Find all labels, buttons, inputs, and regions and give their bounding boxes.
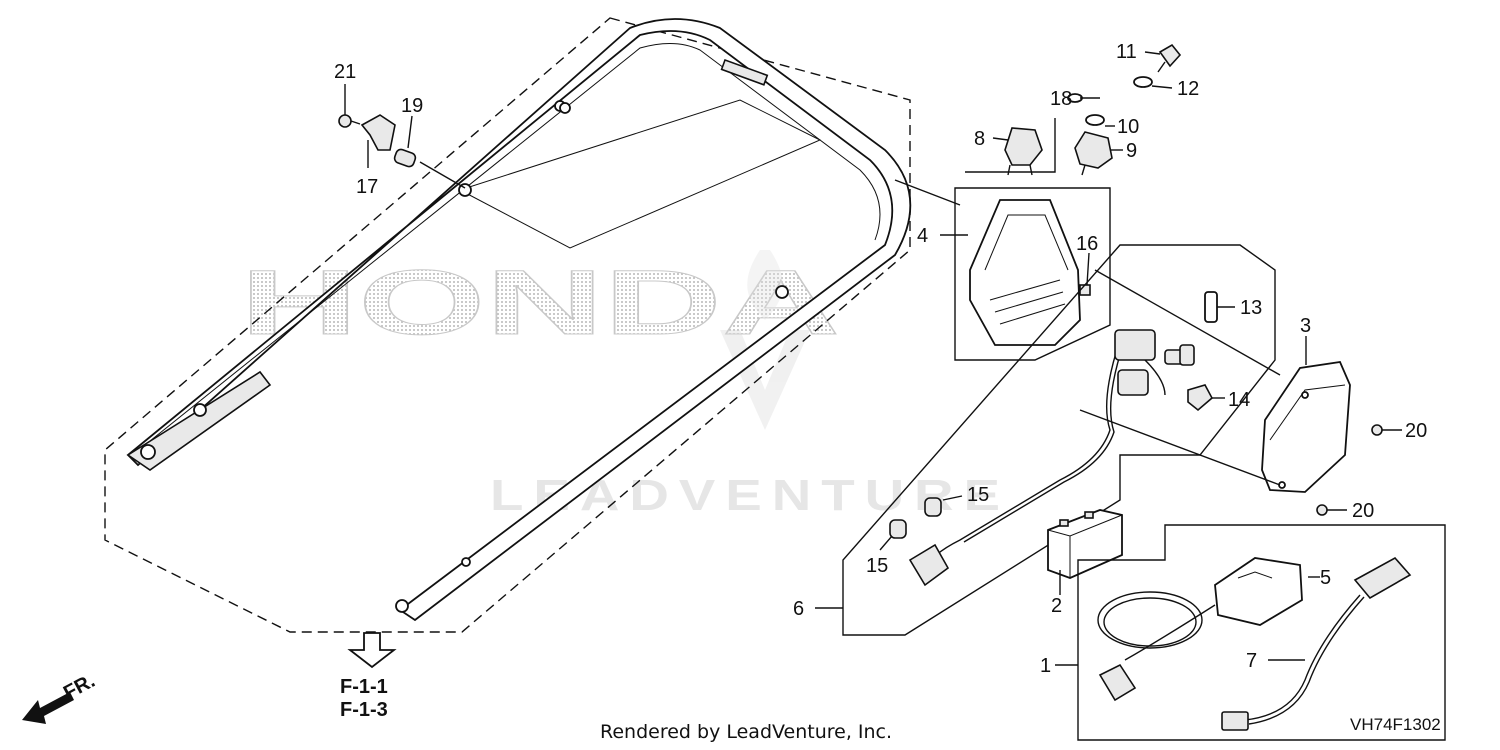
callout-16: 16 (1076, 233, 1098, 255)
switch-9 (1074, 131, 1113, 176)
leader-4-frame (894, 179, 961, 206)
switch-8-frame (965, 118, 1056, 173)
reference-f-1-1: F-1-1 (340, 676, 388, 698)
front-arrow-icon (22, 692, 74, 724)
callout-8: 8 (974, 128, 985, 150)
callout-12: 12 (1177, 78, 1199, 100)
bolt-21 (338, 114, 361, 128)
battery-2 (1047, 509, 1123, 579)
diagram-code: VH74F1302 (1350, 715, 1441, 734)
callout-2: 2 (1051, 595, 1062, 617)
callout-15-upper: 15 (967, 484, 989, 506)
callout-4: 4 (917, 225, 928, 247)
ignition-switch-8 (1004, 127, 1043, 176)
reference-f-1-3: F-1-3 (340, 699, 388, 721)
panel-4-frame (954, 187, 1111, 361)
callout-17: 17 (356, 176, 378, 198)
control-panel-4 (969, 199, 1091, 346)
leader-lines (344, 51, 1402, 666)
bracket-17 (360, 114, 396, 151)
callout-3: 3 (1300, 315, 1311, 337)
charger-1-frame (1077, 524, 1446, 741)
callout-9: 9 (1126, 140, 1137, 162)
cable-7 (1221, 556, 1412, 731)
callout-15-lower: 15 (866, 555, 888, 577)
callout-1: 1 (1040, 655, 1051, 677)
cap-15 (889, 497, 942, 539)
knob-11 (1157, 43, 1182, 73)
callout-20-lower: 20 (1352, 500, 1374, 522)
callout-10: 10 (1117, 116, 1139, 138)
callout-13: 13 (1240, 297, 1262, 319)
callout-18: 18 (1050, 88, 1072, 110)
ring-10 (1085, 114, 1105, 126)
fuse-13 (1204, 291, 1218, 323)
wire-harness-6 (908, 329, 1195, 587)
callout-7: 7 (1246, 650, 1257, 672)
callout-20-upper: 20 (1405, 420, 1427, 442)
cover-3 (1261, 361, 1351, 493)
handle-frame (126, 18, 912, 622)
handle-assembly-boundary (104, 17, 911, 633)
nut-12 (1133, 76, 1153, 88)
callout-5: 5 (1320, 567, 1331, 589)
callout-14: 14 (1228, 389, 1250, 411)
honda-watermark: HONDA (240, 252, 840, 354)
callout-21: 21 (334, 61, 356, 83)
charger-5 (1097, 557, 1303, 702)
callout-19: 19 (401, 95, 423, 117)
screw-20-upper (1371, 424, 1383, 436)
callout-6: 6 (793, 598, 804, 620)
rendered-by-credit: Rendered by LeadVenture, Inc. (600, 721, 892, 743)
callout-11: 11 (1116, 41, 1137, 63)
fuse-holder-14 (1187, 384, 1214, 412)
screw-20-lower (1316, 504, 1328, 516)
reference-arrow (347, 632, 397, 669)
collar-19 (393, 148, 466, 189)
